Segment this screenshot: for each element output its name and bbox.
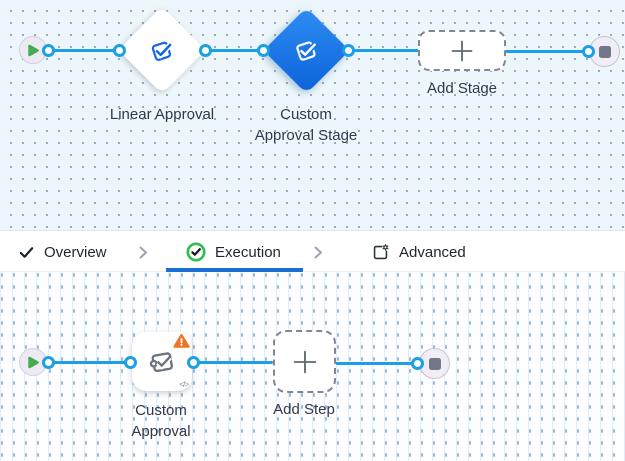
tab-execution[interactable]: Execution — [186, 231, 281, 273]
add-stage-label: Add Stage — [426, 80, 498, 97]
check-circle-icon — [186, 242, 206, 262]
port[interactable] — [41, 355, 55, 369]
start-node[interactable] — [19, 36, 47, 64]
stage-label-custom-approval: Custom Approval Stage — [254, 106, 358, 144]
port[interactable] — [581, 44, 595, 58]
edge-custom-addstage — [348, 48, 420, 52]
plus-icon — [293, 350, 316, 373]
code-icon: </> — [179, 380, 189, 389]
edge-addstep-end — [335, 361, 417, 365]
add-step-label: Add Step — [273, 401, 335, 418]
plus-icon — [451, 40, 473, 61]
stage-label-linear-approval: Linear Approval — [109, 106, 215, 123]
port[interactable] — [186, 355, 200, 369]
edge-custom-addstep — [192, 360, 273, 364]
stage-canvas[interactable]: Linear Approval Custom Approval Stage Ad… — [0, 0, 625, 230]
play-icon — [28, 44, 39, 56]
chevron-right-icon — [139, 246, 147, 259]
settings-box-icon — [373, 243, 389, 259]
tab-overview[interactable]: Overview — [18, 231, 107, 273]
end-node[interactable] — [419, 348, 450, 379]
port[interactable] — [256, 43, 270, 57]
tab-advanced[interactable]: Advanced — [371, 231, 466, 273]
check-icon — [19, 246, 34, 258]
approval-check-icon — [151, 40, 173, 61]
stage-tab-bar: Overview Execution — [0, 230, 625, 272]
port[interactable] — [41, 43, 55, 57]
active-tab-indicator — [166, 268, 303, 272]
edge-linear-custom — [205, 48, 265, 52]
stop-icon — [598, 45, 611, 58]
edge-start-custom — [48, 360, 132, 364]
stage-node-custom-approval-selected[interactable] — [263, 7, 350, 94]
port[interactable] — [198, 43, 212, 57]
port[interactable] — [341, 43, 355, 57]
step-node-custom-approval[interactable]: </> — [132, 332, 192, 391]
step-label-custom-approval: Custom Approval — [131, 402, 191, 440]
tab-label: Overview — [44, 243, 107, 261]
tab-label: Execution — [215, 243, 281, 261]
add-stage-button[interactable] — [418, 30, 506, 71]
chevron-right-icon — [314, 246, 322, 259]
stage-node-linear-approval[interactable] — [118, 6, 206, 94]
edge-start-linear — [48, 48, 120, 52]
approval-check-icon — [296, 41, 317, 61]
warning-icon — [173, 333, 190, 348]
port[interactable] — [123, 355, 137, 369]
add-step-button[interactable] — [273, 330, 336, 393]
edge-addstage-end — [505, 49, 590, 53]
port[interactable] — [112, 43, 126, 57]
tab-label: Advanced — [399, 243, 466, 261]
stamp-check-icon — [149, 352, 173, 373]
play-icon — [28, 356, 39, 368]
stop-icon — [428, 357, 441, 370]
port[interactable] — [410, 356, 424, 370]
step-canvas[interactable]: </> Custom Approval Add Step — [0, 272, 625, 461]
